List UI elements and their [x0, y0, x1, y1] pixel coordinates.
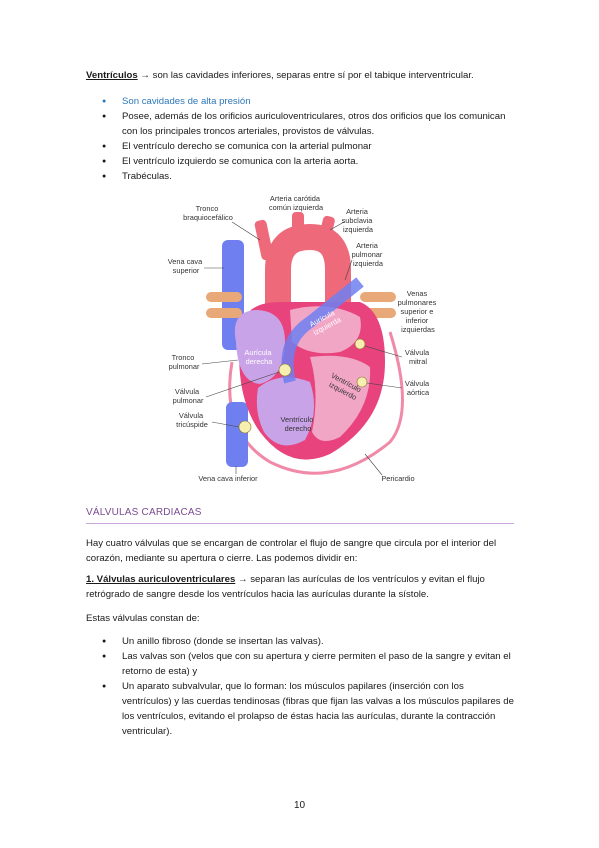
list-item: Trabéculas.: [86, 169, 516, 184]
label-valvula-mitral: Válvula mitral: [405, 348, 431, 366]
label-valvula-aortica: Válvula aórtica: [405, 379, 431, 397]
label-arteria-carotida: Arteria carótida común izquierda: [269, 194, 324, 212]
ventriculos-paragraph: Ventrículos → son las cavidades inferior…: [86, 68, 516, 83]
right-pulmonary-vein-upper: [206, 292, 242, 302]
page-number: 10: [293, 800, 306, 811]
ventriculos-term: Ventrículos: [86, 70, 138, 81]
aorta-arch: [265, 223, 351, 342]
right-pulmonary-vein-lower: [206, 308, 242, 318]
arrow-glyph: →: [237, 574, 248, 585]
arrow-glyph: →: [140, 70, 150, 81]
ventriculos-text: son las cavidades inferiores, separas en…: [149, 70, 474, 81]
label-pericardio: Pericardio: [381, 474, 414, 483]
av-bullet-list: Un anillo fibroso (donde se insertan las…: [86, 634, 516, 739]
right-atrium: [234, 310, 285, 384]
label-venas-pulmonares: Venas pulmonares superior e inferior izq…: [398, 289, 439, 334]
list-item: Son cavidades de alta presión: [86, 94, 516, 109]
leader-line: [201, 359, 239, 365]
left-ventricle: [310, 355, 371, 441]
section-divider: [86, 523, 514, 524]
leader-line: [344, 259, 353, 281]
list-item: El ventrículo izquierdo se comunica con …: [86, 154, 516, 169]
leader-line: [366, 382, 403, 389]
heart-diagram: Tronco braquiocefálico Arteria carótida …: [168, 194, 439, 483]
leader-line: [205, 371, 280, 398]
leader-line: [211, 421, 240, 428]
ventriculos-bullet-list: Son cavidades de alta presión Posee, ade…: [86, 94, 516, 184]
av-valves-term: 1. Válvulas auriculoventriculares: [86, 574, 236, 585]
label-aorta: Aorta: [297, 257, 316, 266]
label-vena-cava-superior: Vena cava superior: [168, 257, 205, 275]
label-arteria-pulmonar: Arteria pulmonar izquierda: [352, 241, 385, 268]
label-tronco-pulmonar: Tronco pulmonar: [169, 353, 200, 371]
label-valvula-pulmonar: Válvula pulmonar: [173, 387, 204, 405]
list-item: Un anillo fibroso (donde se insertan las…: [86, 634, 516, 649]
leader-line: [329, 221, 345, 231]
inferior-vena-cava: [226, 402, 248, 467]
right-ventricle: [256, 377, 314, 446]
brachiocephalic-trunk: [254, 219, 274, 261]
leader-line: [231, 221, 261, 241]
av-valves-text: separan las aurículas de los ventrículos…: [86, 574, 485, 600]
list-item: Las valvas son (velos que con su apertur…: [86, 649, 516, 679]
mitral-valve: [354, 338, 366, 350]
label-ventriculo-derecho: Ventrículo derecho: [281, 415, 316, 433]
aortic-valve: [356, 376, 368, 388]
list-item: El ventrículo derecho se comunica con la…: [86, 139, 516, 154]
constan-paragraph: Estas válvulas constan de:: [86, 613, 200, 624]
list-item: Un aparato subvalvular, que lo forman: l…: [86, 679, 516, 739]
pulmonary-valve: [278, 363, 292, 377]
leader-line: [364, 345, 403, 358]
label-auricula-derecha: Aurícula derecha: [244, 348, 273, 366]
tricuspid-valve: [238, 420, 252, 434]
label-tronco-braquiocefalico: Tronco braquiocefálico: [183, 204, 233, 222]
left-carotid-artery: [292, 212, 304, 242]
pulmonary-vein-upper: [360, 292, 396, 302]
leader-line: [364, 453, 383, 476]
av-valves-paragraph: 1. Válvulas auriculoventriculares → sepa…: [86, 572, 516, 602]
label-vena-cava-inferior: Vena cava inferior: [198, 474, 258, 483]
intro-paragraph: Hay cuatro válvulas que se encargan de c…: [86, 538, 497, 564]
section-heading: VÁLVULAS CARDIACAS: [86, 507, 202, 518]
left-subclavian-artery: [316, 215, 335, 251]
label-arteria-subclavia: Arteria subclavia izquierda: [342, 207, 375, 234]
list-item: Posee, además de los orificios auriculov…: [86, 109, 516, 139]
label-valvula-tricuspide: Válvula tricúspide: [176, 411, 208, 429]
